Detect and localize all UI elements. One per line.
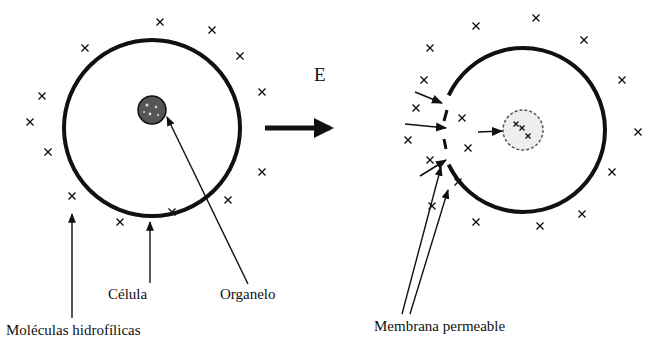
molecule-symbol xyxy=(609,169,616,176)
molecule-symbol xyxy=(169,209,176,216)
molecule-symbol xyxy=(405,137,412,144)
membrane-label: Membrana permeable xyxy=(372,318,507,335)
membrane-fragment xyxy=(444,110,447,121)
molecule-symbol xyxy=(526,134,531,139)
molecule-symbol xyxy=(459,115,466,122)
molecule-symbol xyxy=(635,129,642,136)
molecule-symbol xyxy=(421,77,428,84)
organelle-texture xyxy=(143,104,159,117)
cell-membrane xyxy=(64,40,240,216)
molecule-symbol xyxy=(427,157,434,164)
molecule-symbol xyxy=(259,89,266,96)
molecule-symbol xyxy=(237,53,244,60)
molecule-symbol xyxy=(39,93,46,100)
process-label: E xyxy=(312,64,328,86)
process-arrow xyxy=(265,126,330,131)
cell-label: Célula xyxy=(106,286,149,303)
leader-lines xyxy=(72,117,448,318)
molecule-symbol xyxy=(537,223,544,230)
organelle-label: Organelo xyxy=(218,286,278,303)
molecule-symbol xyxy=(520,126,525,131)
membrane-fragment xyxy=(444,139,446,149)
molecule-symbol xyxy=(259,169,266,176)
molecule-symbol xyxy=(69,193,76,200)
molecule-symbol xyxy=(429,203,436,210)
molecule-symbol xyxy=(413,105,420,112)
molecule-symbol xyxy=(581,37,588,44)
molecule-symbol xyxy=(619,77,626,84)
molecule-label: Moléculas hidrofílicas xyxy=(4,322,143,339)
molecule-symbol xyxy=(579,211,586,218)
cell-membrane-open xyxy=(449,48,605,212)
organelle xyxy=(138,96,166,124)
organelle-permeable xyxy=(503,110,543,150)
molecule-symbol xyxy=(455,179,462,186)
hydrophilic-molecules xyxy=(27,15,642,230)
entry-arrows xyxy=(405,92,502,176)
molecule-symbol xyxy=(465,145,472,152)
molecule-symbol xyxy=(82,45,89,52)
molecule-symbol xyxy=(533,15,540,22)
molecule-symbol xyxy=(27,119,34,126)
molecule-symbol xyxy=(209,27,216,34)
molecule-symbol xyxy=(117,219,124,226)
molecule-symbol xyxy=(427,45,434,52)
molecule-symbol xyxy=(157,19,164,26)
molecule-symbol xyxy=(473,219,480,226)
molecule-symbol xyxy=(473,23,480,30)
molecule-symbol xyxy=(45,149,52,156)
molecule-symbol xyxy=(225,197,232,204)
molecule-symbol xyxy=(514,122,519,127)
